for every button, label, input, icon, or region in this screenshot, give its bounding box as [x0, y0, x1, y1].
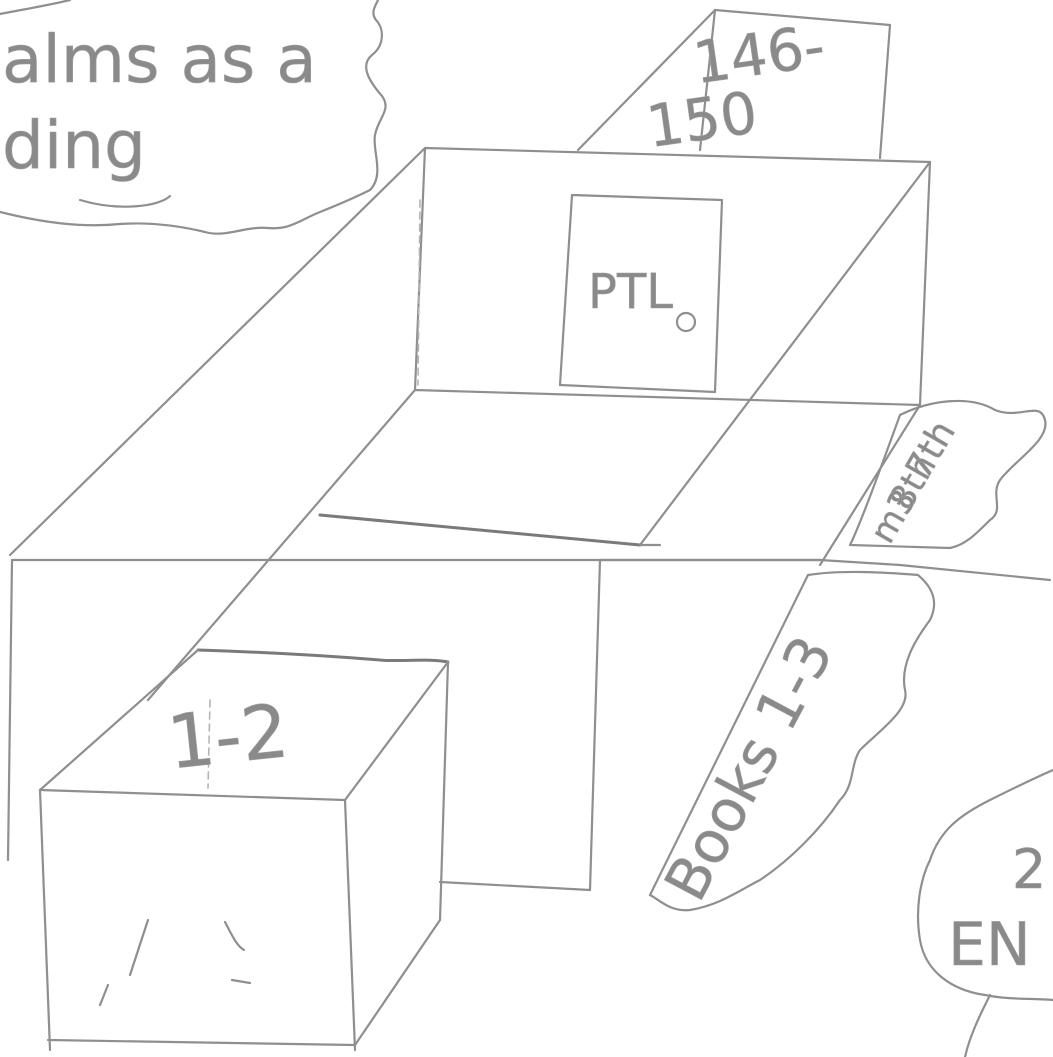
front-block: 1-2	[38, 648, 450, 1052]
right-cloud: 2 EN	[916, 768, 1053, 1057]
door-label: PTL	[588, 264, 673, 320]
door-knob	[675, 311, 697, 333]
middle-slab	[6, 403, 1052, 892]
right-cloud-line1: 2	[1012, 838, 1046, 901]
front-face-marks	[98, 918, 252, 1007]
books-bubble: Books 1-3	[648, 570, 936, 912]
door-outline	[558, 193, 724, 394]
upper-box: PTL	[8, 146, 932, 702]
front-block-label: 1-2	[163, 688, 292, 786]
back-top-block: 146- 150	[576, 8, 892, 161]
chapter-range-bottom: 150	[642, 78, 761, 161]
cloud-top-line2: ding	[2, 107, 146, 184]
books-label: Books 1-3	[651, 625, 846, 911]
right-cloud-line2: EN	[948, 910, 1031, 980]
top-left-cloud: alms as a ding	[0, 0, 387, 235]
side-note-bubble: 7th 8th m3	[848, 399, 1047, 550]
cloud-top-line1: alms as a	[2, 21, 317, 98]
